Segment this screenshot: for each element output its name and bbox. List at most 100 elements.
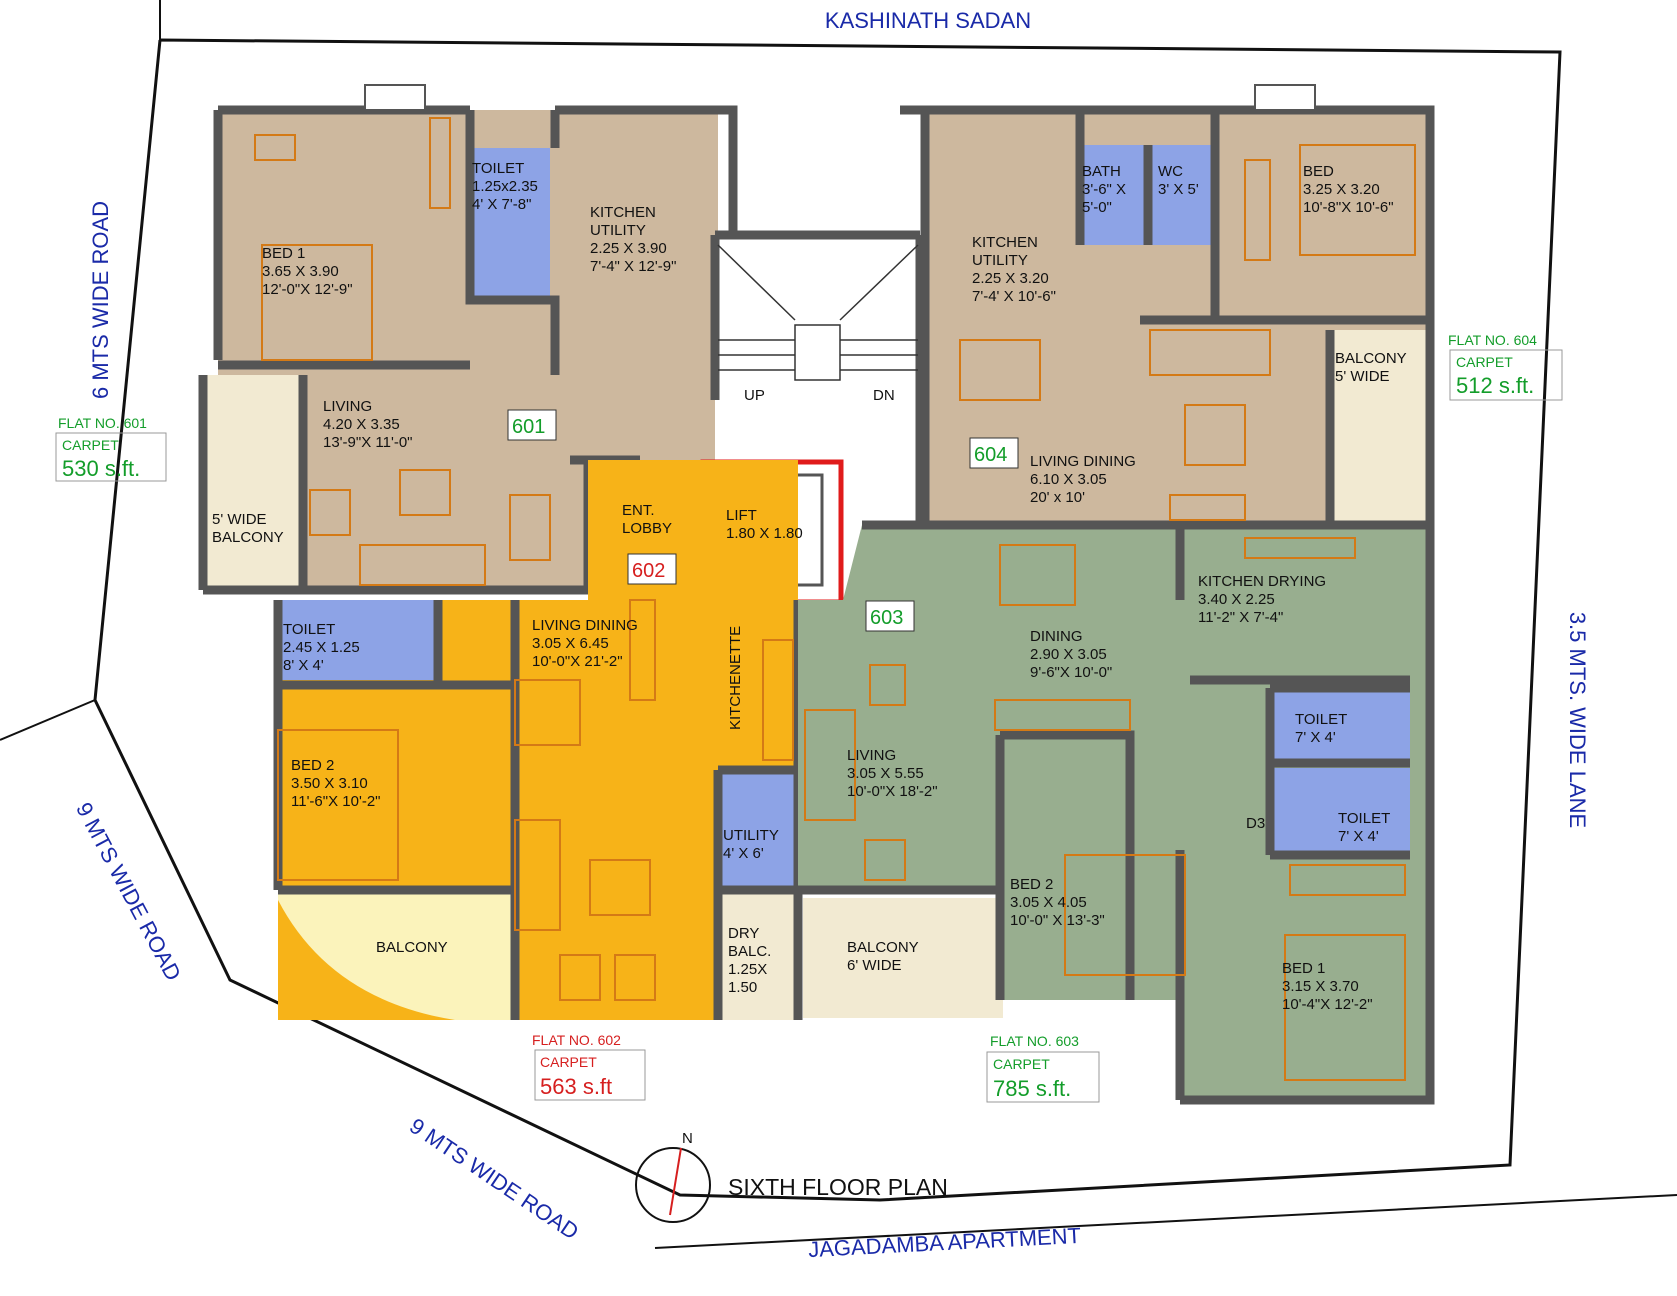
room-label-line: 1.50 xyxy=(728,979,757,996)
flat-601 xyxy=(198,84,738,595)
f603-d3-label: D3 xyxy=(1246,815,1265,832)
stair-treads xyxy=(717,244,919,381)
room-label-line: 3.05 X 4.05 xyxy=(1010,894,1087,911)
room-label-line: 3.65 X 3.90 xyxy=(262,263,339,280)
flat-604-walls xyxy=(900,105,1435,530)
room-label-line: 3.50 X 3.10 xyxy=(291,775,368,792)
room-label-line: 1.25x2.35 xyxy=(472,178,538,195)
room-label-line: LIVING xyxy=(847,747,896,764)
room-label-line: 10'-0"X 18'-2" xyxy=(847,783,938,800)
common-core xyxy=(700,230,925,605)
room-label-line: 3' X 5' xyxy=(1158,181,1199,198)
flat-602-balcony-fill xyxy=(278,890,515,1020)
room-label-line: 2.90 X 3.05 xyxy=(1030,646,1107,663)
label-9m-road-2: 9 MTS WIDE ROAD xyxy=(405,1113,583,1244)
flat-601-toilet-fill xyxy=(470,148,550,298)
flat-601-carpet-label: CARPET xyxy=(62,437,119,453)
room-label-line: BALCONY xyxy=(847,939,919,956)
flat-602-drybalc-fill xyxy=(718,890,798,1020)
flat-603-toilet2-fill xyxy=(1270,768,1410,853)
room-label-line: LIVING DINING xyxy=(1030,453,1136,470)
flat-604-number: FLAT NO. 604 xyxy=(1448,332,1537,348)
compass-icon: N xyxy=(635,1130,711,1223)
flat-602-carpet-label: CARPET xyxy=(540,1054,597,1070)
room-label-line: 5'-0" xyxy=(1082,199,1112,216)
room-label-line: 12'-0"X 12'-9" xyxy=(262,281,353,298)
flat-601-window-top xyxy=(364,84,426,111)
flat-601-number: FLAT NO. 601 xyxy=(58,415,147,431)
room-label-line: 4' X 7'-8" xyxy=(472,196,531,213)
room-label-line: 9'-6"X 10'-0" xyxy=(1030,664,1112,681)
room-label-line: BATH xyxy=(1082,163,1121,180)
room-label-line: 6.10 X 3.05 xyxy=(1030,471,1107,488)
flat-603-carpet: FLAT NO. 603 CARPET 785 s.ft. xyxy=(986,1033,1100,1103)
flat-601-tag: 601 xyxy=(512,416,545,438)
boundary-left-road xyxy=(0,699,96,741)
room-label-line: 7'-4" X 12'-9" xyxy=(590,258,676,275)
flat-604-tag: 604 xyxy=(974,444,1007,466)
flat-602-toilet-fill xyxy=(278,600,438,680)
room-label-line: 10'-4"X 12'-2" xyxy=(1282,996,1373,1013)
flat-603-toilet1-fill xyxy=(1270,688,1410,763)
flat-602-carpet: FLAT NO. 602 CARPET 563 s.ft xyxy=(532,1032,646,1101)
flat-603-tag: 603 xyxy=(870,607,903,629)
room-label-line: DINING xyxy=(1030,628,1083,645)
flat-604-carpet-label: CARPET xyxy=(1456,354,1513,370)
furniture xyxy=(254,117,1416,1081)
room-label-line: KITCHEN xyxy=(972,234,1038,251)
flat-603-fill xyxy=(798,525,1430,1100)
room-label-line: BED 2 xyxy=(1010,876,1053,893)
stair-walls xyxy=(710,230,925,525)
flat-604-window-top xyxy=(1254,84,1316,111)
room-label-line: BED 2 xyxy=(291,757,334,774)
room-label-line: 4' X 6' xyxy=(723,845,764,862)
room-label-line: UTILITY xyxy=(723,827,779,844)
room-label-line: 6' WIDE xyxy=(847,957,902,974)
room-label-line: 7'-4' X 10'-6" xyxy=(972,288,1056,305)
flat-603-balcony-fill xyxy=(803,898,1003,1018)
plot-boundary xyxy=(93,38,1562,1202)
room-label-line: WC xyxy=(1158,163,1183,180)
room-label-line: 3.05 X 6.45 xyxy=(532,635,609,652)
room-label-line: TOILET xyxy=(283,621,335,638)
label-jagadamba-apartment: JAGADAMBA APARTMENT xyxy=(808,1223,1082,1262)
room-label-line: UTILITY xyxy=(972,252,1028,269)
flat-602-number: FLAT NO. 602 xyxy=(532,1032,621,1048)
room-label-line: 1.80 X 1.80 xyxy=(726,525,803,542)
room-label-line: 4.20 X 3.35 xyxy=(323,416,400,433)
room-label-line: 13'-9"X 11'-0" xyxy=(323,434,412,451)
room-label-line: TOILET xyxy=(472,160,524,177)
room-label-line: 1.25X xyxy=(728,961,767,978)
room-label-line: 20' x 10' xyxy=(1030,489,1085,506)
room-label-line: 3'-6" X xyxy=(1082,181,1126,198)
room-label-line: LIVING DINING xyxy=(532,617,638,634)
room-label-line: DRY xyxy=(728,925,759,942)
room-label-line: BALCONY xyxy=(1335,350,1407,367)
room-label-line: 10'-8"X 10'-6" xyxy=(1303,199,1394,216)
room-label-line: 3.15 X 3.70 xyxy=(1282,978,1359,995)
room-label-line: BALC. xyxy=(728,943,771,960)
compass-north-label: N xyxy=(682,1130,693,1147)
room-label-line: 3.25 X 3.20 xyxy=(1303,181,1380,198)
room-label-line: 8' X 4' xyxy=(283,657,324,674)
label-9m-road-1: 9 MTS WIDE ROAD xyxy=(71,798,186,985)
label-kashinath-sadan: KASHINATH SADAN xyxy=(825,8,1031,33)
label-6m-road: 6 MTS WIDE ROAD xyxy=(88,201,113,399)
room-label-line: BED 1 xyxy=(1282,960,1325,977)
stair-dn-label: DN xyxy=(873,387,895,404)
room-label-line: 3.05 X 5.55 xyxy=(847,765,924,782)
label-3-5m-lane: 3.5 MTS. WIDE LANE xyxy=(1565,612,1590,828)
